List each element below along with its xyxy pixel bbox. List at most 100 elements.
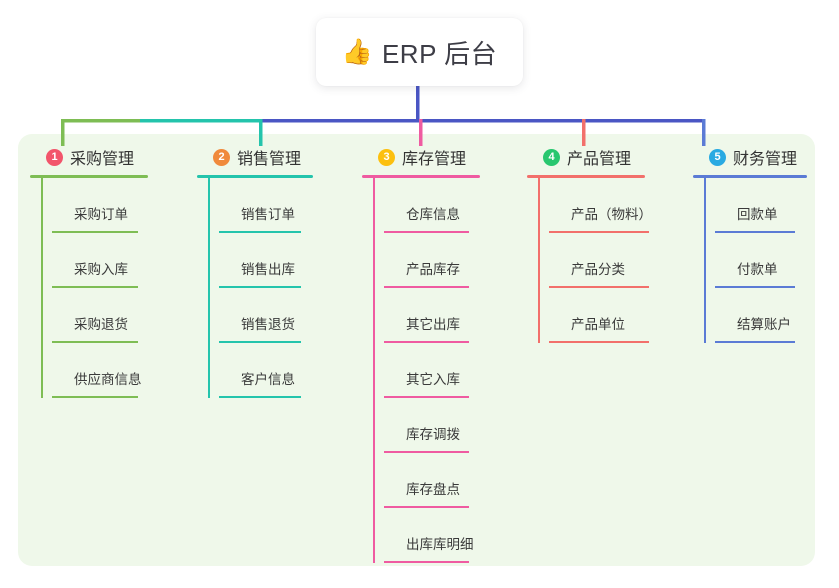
bus-segment-green <box>61 119 141 123</box>
leaf-label: 采购订单 <box>74 207 128 222</box>
leaf-label: 仓库信息 <box>406 207 460 222</box>
leaf-node[interactable]: 销售退货 <box>219 288 347 343</box>
leaf-label: 其它出库 <box>406 317 460 332</box>
leaf-rule <box>715 286 795 288</box>
leaf-label: 销售订单 <box>241 207 295 222</box>
leaf-label: 回款单 <box>737 207 778 222</box>
branch-rule-4 <box>527 175 645 178</box>
branch-title-5: 财务管理 <box>733 151 798 168</box>
branch-items-4: 产品（物料） 产品分类产品单位 <box>527 178 677 343</box>
branch-column-3: 3 库存管理仓库信息产品库存其它出库其它入库库存调拨库存盘点出库库明细 <box>362 144 512 563</box>
branch-badge-3: 3 <box>378 148 395 166</box>
branch-header-3[interactable]: 3 库存管理 <box>362 144 512 170</box>
branch-rule-5 <box>693 175 807 178</box>
bus-segment-teal <box>140 119 260 123</box>
leaf-rule <box>549 341 649 343</box>
leaf-rule <box>549 286 649 288</box>
leaf-rule <box>384 451 469 453</box>
branch-items-2: 销售订单销售出库销售退货客户信息 <box>197 178 347 398</box>
leaf-rule <box>384 231 469 233</box>
leaf-node[interactable]: 销售出库 <box>219 233 347 288</box>
leaf-label: 采购退货 <box>74 317 128 332</box>
branch-title-1: 采购管理 <box>70 151 135 168</box>
branch-header-2[interactable]: 2 销售管理 <box>197 144 347 170</box>
branch-spine-4 <box>538 178 540 343</box>
branch-spine-1 <box>41 178 43 398</box>
leaf-node[interactable]: 结算账户 <box>715 288 823 343</box>
leaf-label: 产品（物料） <box>571 207 652 222</box>
leaf-node[interactable]: 采购退货 <box>52 288 180 343</box>
leaf-node[interactable]: 其它出库 <box>384 288 512 343</box>
thumbs-up-icon: 👍 <box>341 37 373 66</box>
leaf-node[interactable]: 其它入库 <box>384 343 512 398</box>
leaf-rule <box>52 231 138 233</box>
branch-title-3: 库存管理 <box>402 151 467 168</box>
leaf-label: 结算账户 <box>737 317 791 332</box>
branch-items-1: 采购订单采购入库采购退货供应商信息 <box>30 178 180 398</box>
root-trunk <box>416 86 420 122</box>
root-title: ERP 后台 <box>381 38 498 69</box>
leaf-node[interactable]: 产品分类 <box>549 233 677 288</box>
branch-rule-3 <box>362 175 480 178</box>
leaf-label: 销售出库 <box>241 262 295 277</box>
leaf-node[interactable]: 库存盘点 <box>384 453 512 508</box>
leaf-node[interactable]: 回款单 <box>715 178 823 233</box>
leaf-label: 产品分类 <box>571 262 625 277</box>
leaf-label: 供应商信息 <box>74 372 142 387</box>
leaf-rule <box>219 231 301 233</box>
leaf-node[interactable]: 销售订单 <box>219 178 347 233</box>
branch-rule-2 <box>197 175 313 178</box>
leaf-rule <box>549 231 649 233</box>
branch-spine-3 <box>373 178 375 563</box>
leaf-label: 销售退货 <box>241 317 295 332</box>
leaf-node[interactable]: 产品库存 <box>384 233 512 288</box>
branch-badge-4: 4 <box>543 148 560 166</box>
branch-spine-2 <box>208 178 210 398</box>
leaf-rule <box>52 341 138 343</box>
leaf-node[interactable]: 库存调拨 <box>384 398 512 453</box>
leaf-label: 出库库明细 <box>406 537 474 552</box>
branch-rule-1 <box>30 175 148 178</box>
leaf-node[interactable]: 采购订单 <box>52 178 180 233</box>
leaf-node[interactable]: 产品（物料） <box>549 178 677 233</box>
bus-segment-blue <box>259 119 703 123</box>
leaf-label: 付款单 <box>737 262 778 277</box>
leaf-label: 产品库存 <box>406 262 460 277</box>
leaf-rule <box>384 506 469 508</box>
leaf-rule <box>384 396 469 398</box>
branch-column-2: 2 销售管理销售订单销售出库销售退货客户信息 <box>197 144 347 398</box>
leaf-label: 采购入库 <box>74 262 128 277</box>
root-node[interactable]: 👍 ERP 后台 <box>316 18 523 86</box>
branch-badge-2: 2 <box>213 148 230 166</box>
diagram-panel <box>18 134 815 566</box>
leaf-node[interactable]: 供应商信息 <box>52 343 180 398</box>
leaf-rule <box>384 561 469 563</box>
leaf-rule <box>52 396 138 398</box>
leaf-label: 库存盘点 <box>406 482 460 497</box>
leaf-rule <box>715 231 795 233</box>
leaf-node[interactable]: 付款单 <box>715 233 823 288</box>
leaf-rule <box>384 286 469 288</box>
leaf-rule <box>384 341 469 343</box>
leaf-node[interactable]: 出库库明细 <box>384 508 512 563</box>
branch-column-4: 4 产品管理产品（物料） 产品分类产品单位 <box>527 144 677 343</box>
branch-badge-1: 1 <box>46 148 63 166</box>
leaf-label: 产品单位 <box>571 317 625 332</box>
leaf-rule <box>715 341 795 343</box>
branch-header-4[interactable]: 4 产品管理 <box>527 144 677 170</box>
leaf-node[interactable]: 采购入库 <box>52 233 180 288</box>
leaf-rule <box>219 286 301 288</box>
leaf-label: 客户信息 <box>241 372 295 387</box>
branch-title-2: 销售管理 <box>237 151 302 168</box>
leaf-node[interactable]: 仓库信息 <box>384 178 512 233</box>
branch-title-4: 产品管理 <box>567 151 632 168</box>
branch-header-1[interactable]: 1 采购管理 <box>30 144 180 170</box>
leaf-label: 其它入库 <box>406 372 460 387</box>
leaf-node[interactable]: 客户信息 <box>219 343 347 398</box>
leaf-node[interactable]: 产品单位 <box>549 288 677 343</box>
branch-items-3: 仓库信息产品库存其它出库其它入库库存调拨库存盘点出库库明细 <box>362 178 512 563</box>
branch-spine-5 <box>704 178 706 343</box>
leaf-rule <box>52 286 138 288</box>
